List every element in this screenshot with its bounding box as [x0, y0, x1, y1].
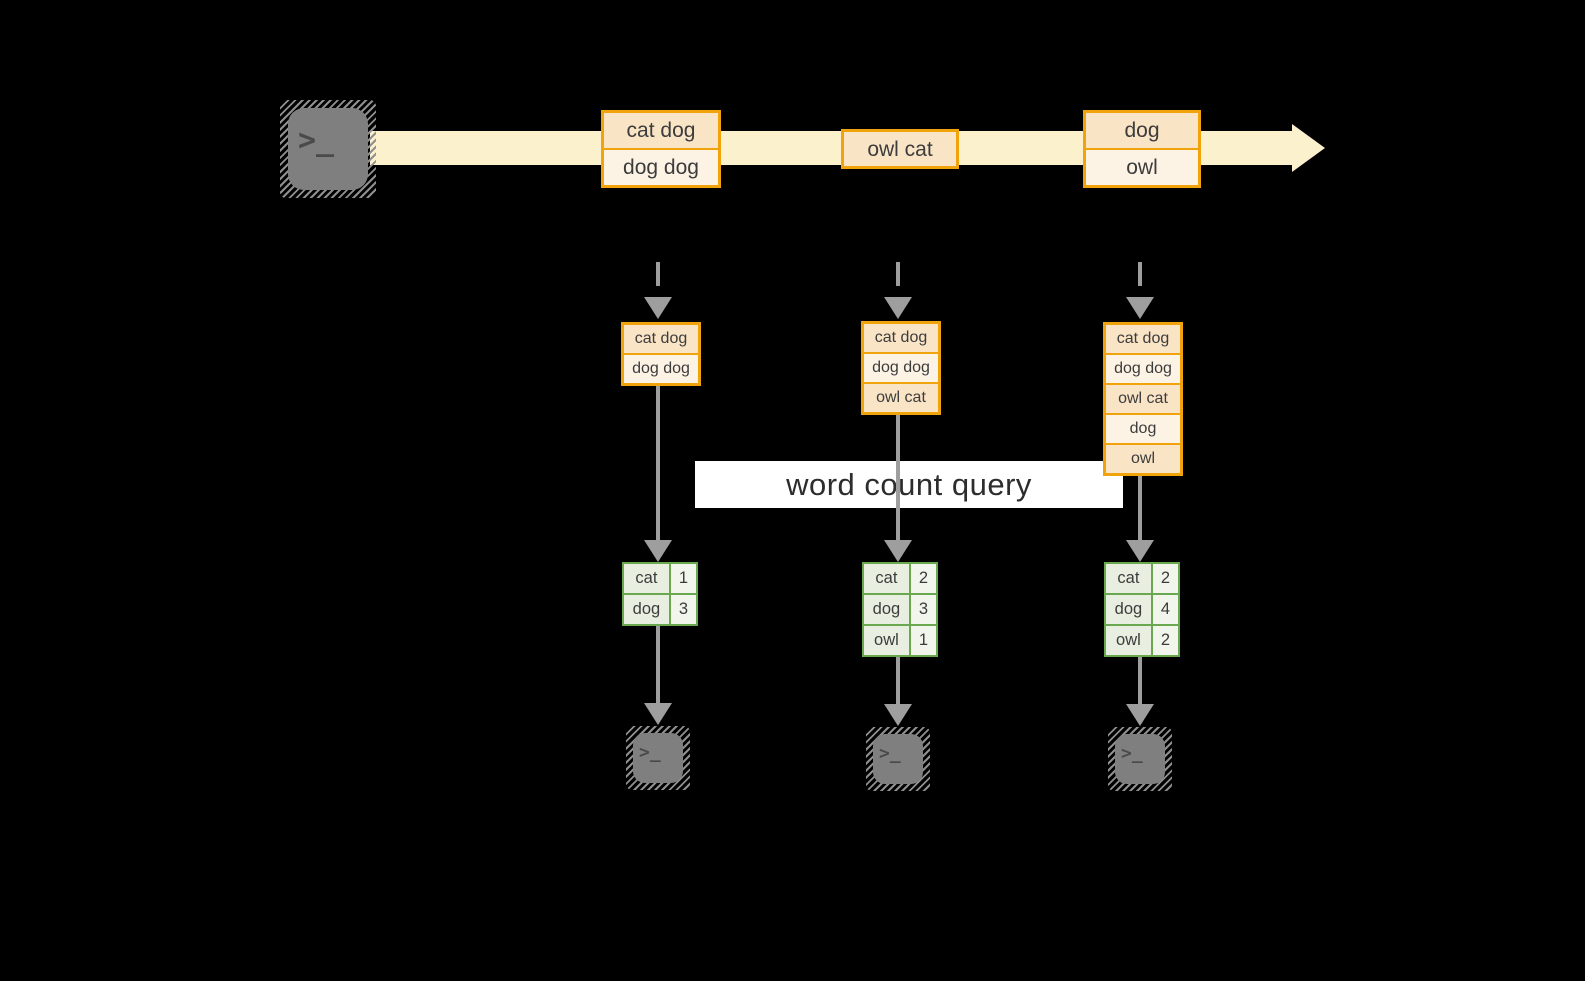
connector-line — [896, 657, 900, 704]
connector-line — [656, 626, 660, 704]
connector-line — [1138, 657, 1142, 704]
batch-table-2: cat dog dog dog owl cat — [861, 321, 941, 415]
down-arrowhead-icon — [644, 703, 672, 725]
batch-table-3: cat dog dog dog owl cat dog owl — [1103, 322, 1183, 476]
down-arrowhead-icon — [1126, 540, 1154, 562]
terminal-body — [873, 734, 923, 784]
count-table-3: cat 2 dog 4 owl 2 — [1104, 562, 1180, 657]
count-word: dog — [864, 595, 909, 624]
count-table-2: cat 2 dog 3 owl 1 — [862, 562, 938, 657]
dashed-arrow-segment — [656, 262, 660, 286]
count-value: 3 — [910, 595, 936, 624]
batch-row: dog dog — [864, 354, 938, 382]
count-word: cat — [864, 564, 909, 593]
terminal-body — [1115, 734, 1165, 784]
terminal-source-icon: >_ — [280, 100, 376, 198]
batch-table-1: cat dog dog dog — [621, 322, 701, 386]
count-word: dog — [624, 595, 669, 624]
count-value: 4 — [1152, 595, 1178, 624]
batch-row: cat dog — [864, 324, 938, 352]
batch-row: dog — [1106, 415, 1180, 443]
connector-line — [896, 415, 900, 540]
terminal-prompt-icon: >_ — [1121, 743, 1143, 764]
count-word: cat — [1106, 564, 1151, 593]
terminal-prompt-icon: >_ — [298, 123, 335, 158]
count-value: 1 — [910, 626, 936, 655]
dashed-arrow-segment — [1138, 262, 1142, 286]
stream-timeline-arrowhead-icon — [1292, 124, 1325, 172]
batch-row: owl cat — [1106, 385, 1180, 413]
count-table-1: cat 1 dog 3 — [622, 562, 698, 626]
event-box-2: owl cat — [841, 129, 959, 169]
count-word: dog — [1106, 595, 1151, 624]
connector-line — [1138, 476, 1142, 540]
count-value: 2 — [1152, 564, 1178, 593]
batch-row: dog dog — [624, 355, 698, 383]
batch-row: dog dog — [1106, 355, 1180, 383]
down-arrowhead-icon — [644, 540, 672, 562]
down-arrowhead-icon — [884, 540, 912, 562]
connector-line — [656, 386, 660, 540]
terminal-output-icon-2: >_ — [866, 727, 930, 791]
down-arrowhead-icon — [884, 704, 912, 726]
event-line: dog dog — [604, 150, 718, 185]
terminal-prompt-icon: >_ — [639, 742, 661, 763]
down-arrowhead-icon — [884, 297, 912, 319]
event-line: cat dog — [604, 113, 718, 148]
count-value: 2 — [1152, 626, 1178, 655]
batch-row: cat dog — [624, 325, 698, 353]
count-word: owl — [1106, 626, 1151, 655]
terminal-output-icon-1: >_ — [626, 726, 690, 790]
event-box-1: cat dog dog dog — [601, 110, 721, 188]
down-arrowhead-icon — [644, 297, 672, 319]
terminal-body — [288, 108, 368, 190]
down-arrowhead-icon — [1126, 297, 1154, 319]
word-count-query-label: word count query — [695, 461, 1123, 508]
down-arrowhead-icon — [1126, 704, 1154, 726]
terminal-prompt-icon: >_ — [879, 743, 901, 764]
dashed-arrow-segment — [896, 262, 900, 286]
count-word: cat — [624, 564, 669, 593]
event-box-3: dog owl — [1083, 110, 1201, 188]
batch-row: owl cat — [864, 384, 938, 412]
event-line: owl cat — [844, 132, 956, 166]
terminal-output-icon-3: >_ — [1108, 727, 1172, 791]
event-line: dog — [1086, 113, 1198, 148]
count-word: owl — [864, 626, 909, 655]
count-value: 3 — [670, 595, 696, 624]
batch-row: cat dog — [1106, 325, 1180, 353]
count-value: 2 — [910, 564, 936, 593]
batch-row: owl — [1106, 445, 1180, 473]
event-line: owl — [1086, 150, 1198, 185]
terminal-body — [633, 733, 683, 783]
count-value: 1 — [670, 564, 696, 593]
